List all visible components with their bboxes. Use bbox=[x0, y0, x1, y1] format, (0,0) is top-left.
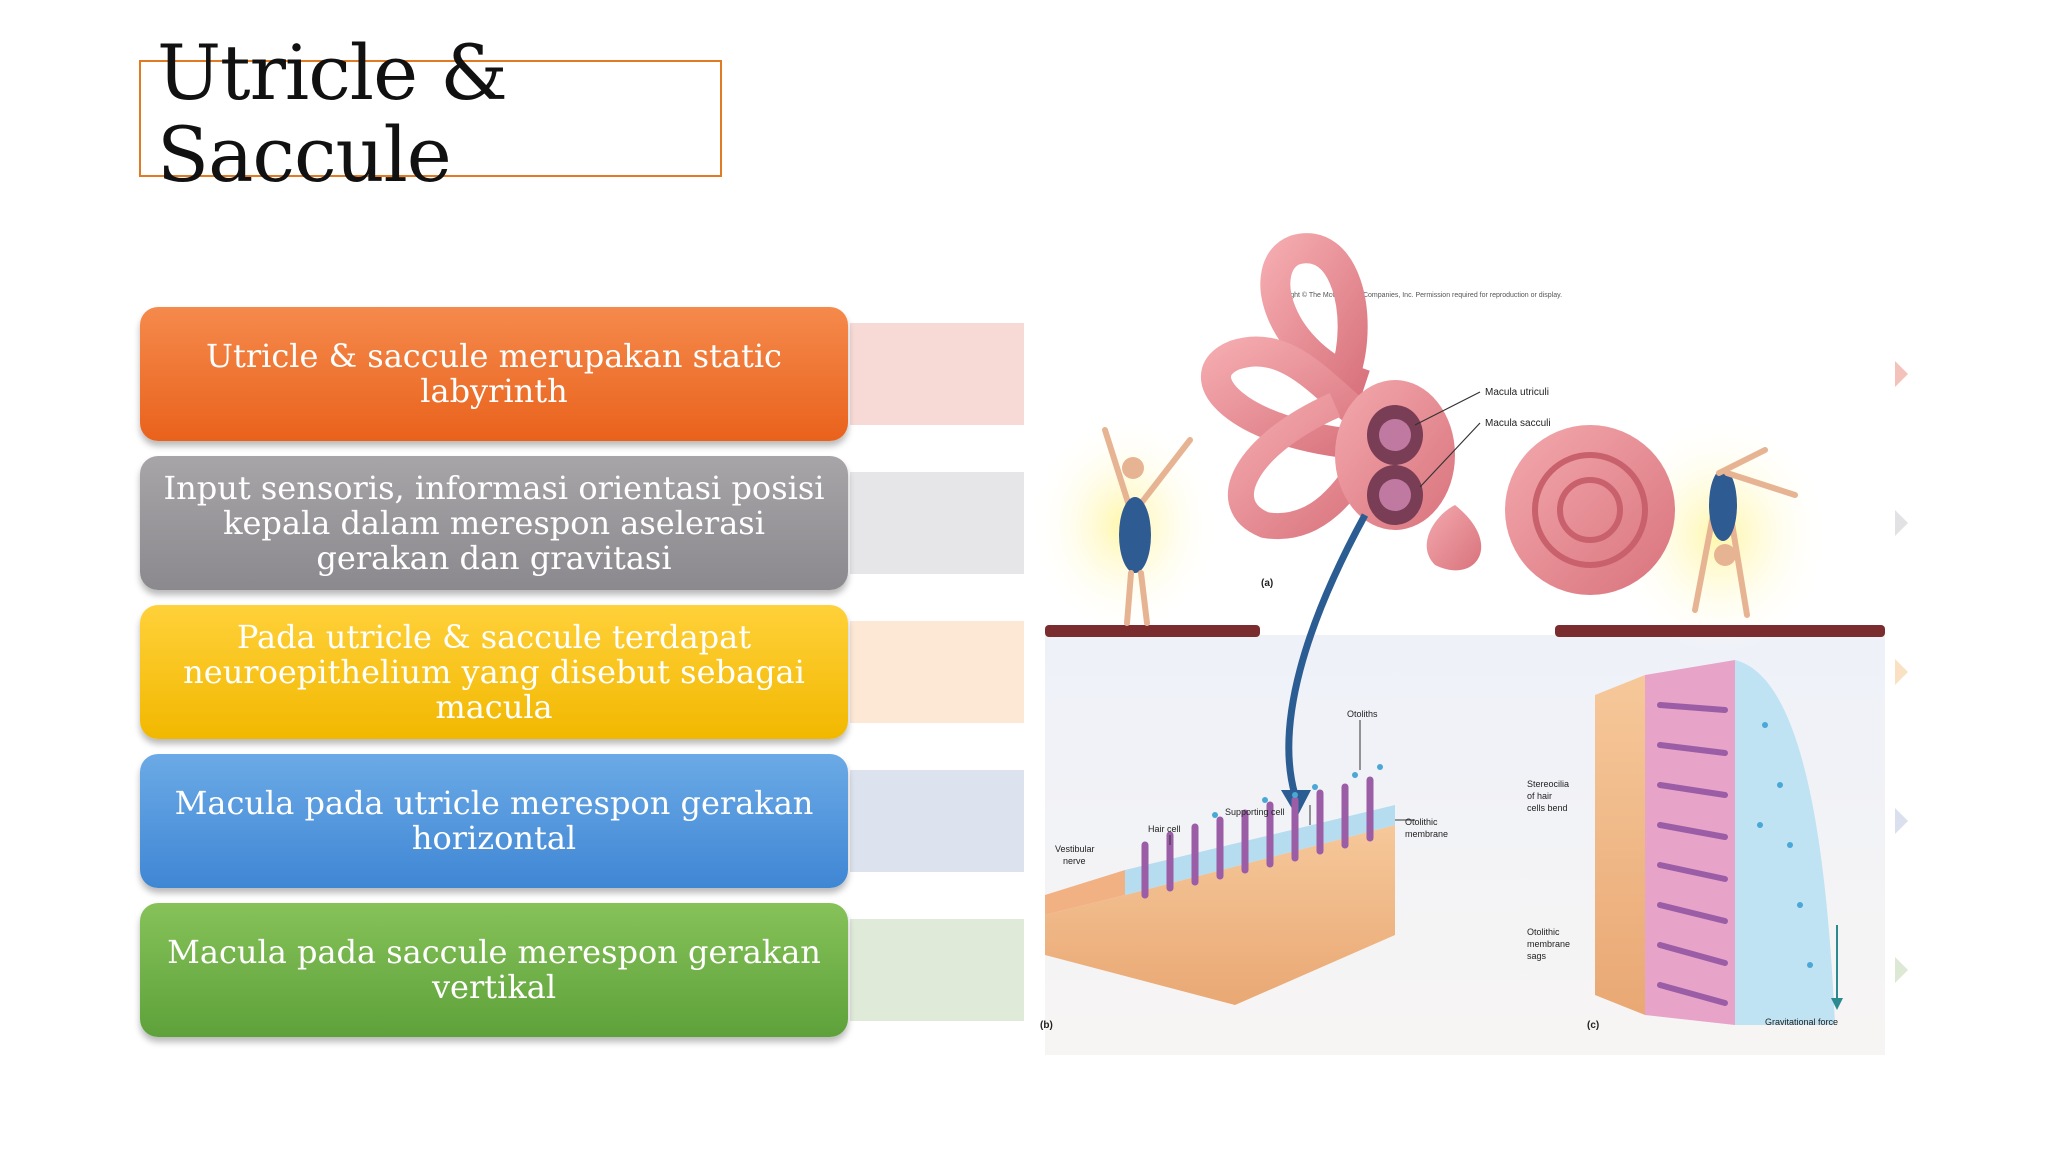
item-text-3: Pada utricle & saccule terdapat neuroepi… bbox=[183, 617, 805, 726]
item-pill-4: Macula pada utricle merespon gerakan hor… bbox=[140, 754, 848, 888]
title-line-1: Utricle & bbox=[157, 28, 508, 117]
label-vestibular-2: nerve bbox=[1063, 856, 1086, 866]
label-stereocilia-1: Stereocilia bbox=[1527, 779, 1569, 789]
label-sags-1: Otolithic bbox=[1527, 927, 1560, 937]
item-pill-2: Input sensoris, informasi orientasi posi… bbox=[140, 456, 848, 590]
item-strip-1 bbox=[850, 323, 1024, 425]
item-strip-4 bbox=[850, 770, 1024, 872]
list-item-5: Macula pada saccule merespon gerakan ver… bbox=[140, 903, 850, 1039]
item-strip-3 bbox=[850, 621, 1024, 723]
beam-left bbox=[1045, 625, 1260, 637]
label-stereocilia-2: of hair bbox=[1527, 791, 1552, 801]
item-strip-5 bbox=[850, 919, 1024, 1021]
item-text-4: Macula pada utricle merespon gerakan hor… bbox=[174, 784, 814, 857]
macula-pointer-arrow bbox=[1285, 513, 1369, 796]
item-strip-2 bbox=[850, 472, 1024, 574]
figure-copyright: Copyright © The McGraw-Hill Companies, I… bbox=[1270, 291, 1562, 299]
title-line-2: Saccule bbox=[157, 110, 452, 199]
slide-title: Utricle & Saccule bbox=[157, 28, 508, 199]
gymnast-left-icon bbox=[1102, 427, 1193, 626]
list-item-1: Utricle & saccule merupakan static labyr… bbox=[140, 307, 850, 443]
gravity-arrowhead bbox=[1831, 998, 1843, 1010]
inner-ear-figure: Copyright © The McGraw-Hill Companies, I… bbox=[1035, 205, 1895, 1075]
label-otolithic-membrane-1: Otolithic bbox=[1405, 817, 1438, 827]
panel-b-label: (b) bbox=[1040, 1020, 1053, 1031]
item-text-5: Macula pada saccule merespon gerakan ver… bbox=[167, 933, 821, 1006]
label-macula-utriculi: Macula utriculi bbox=[1485, 387, 1549, 398]
label-otolithic-membrane-2: membrane bbox=[1405, 829, 1448, 839]
inner-ear-icon bbox=[1201, 233, 1675, 595]
item-pill-1: Utricle & saccule merupakan static labyr… bbox=[140, 307, 848, 441]
label-supporting-cell: Supporting cell bbox=[1225, 807, 1285, 817]
label-sags-3: sags bbox=[1527, 951, 1547, 961]
leader-sacculi bbox=[1419, 422, 1481, 488]
label-vestibular-1: Vestibular bbox=[1055, 844, 1095, 854]
panel-c-label: (c) bbox=[1587, 1020, 1599, 1031]
label-hair-cell: Hair cell bbox=[1148, 824, 1181, 834]
leader-utriculi bbox=[1414, 391, 1481, 426]
panel-a-label: (a) bbox=[1261, 578, 1273, 589]
item-text-1: Utricle & saccule merupakan static labyr… bbox=[206, 337, 782, 410]
item-text-2: Input sensoris, informasi orientasi posi… bbox=[163, 468, 825, 577]
label-gravitational-force: Gravitational force bbox=[1765, 1017, 1838, 1027]
macula-block-c bbox=[1595, 660, 1835, 1025]
beam-right bbox=[1555, 625, 1885, 637]
label-stereocilia-3: cells bend bbox=[1527, 803, 1568, 813]
item-pill-3: Pada utricle & saccule terdapat neuroepi… bbox=[140, 605, 848, 739]
label-otoliths: Otoliths bbox=[1347, 709, 1378, 719]
gymnast-right-icon bbox=[1692, 447, 1798, 618]
item-pill-5: Macula pada saccule merespon gerakan ver… bbox=[140, 903, 848, 1037]
list-item-3: Pada utricle & saccule terdapat neuroepi… bbox=[140, 605, 850, 741]
list-item-4: Macula pada utricle merespon gerakan hor… bbox=[140, 754, 850, 890]
label-macula-sacculi: Macula sacculi bbox=[1485, 418, 1551, 429]
title-frame bbox=[139, 60, 722, 177]
list-item-2: Input sensoris, informasi orientasi posi… bbox=[140, 456, 850, 592]
label-sags-2: membrane bbox=[1527, 939, 1570, 949]
